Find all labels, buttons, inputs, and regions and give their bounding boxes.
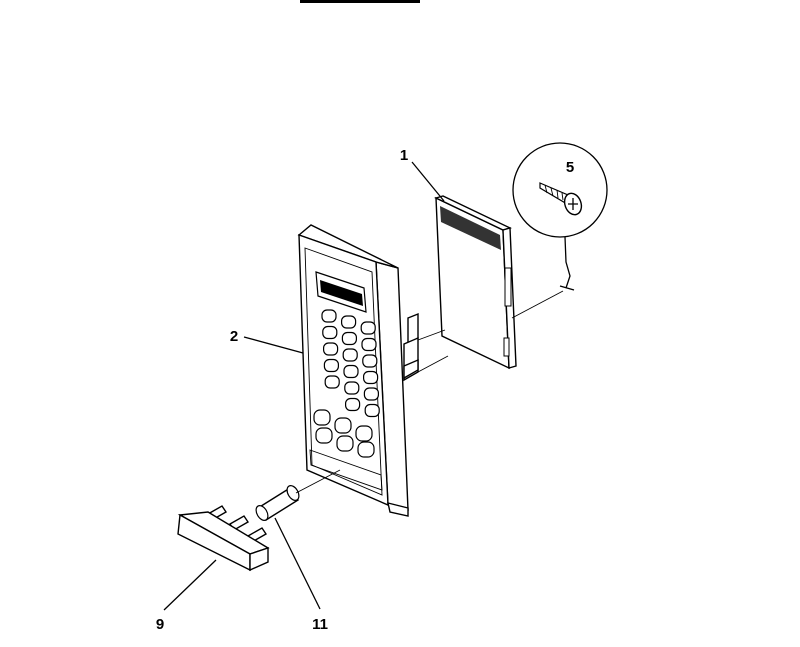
release-button-part — [177, 505, 270, 572]
keypad-large-key — [313, 409, 331, 426]
keypad-key — [363, 387, 379, 401]
keypad-large-key — [336, 435, 354, 452]
keypad-key — [343, 364, 359, 379]
callout-labels: 1 2 5 9 11 — [156, 147, 574, 633]
keypad-key — [364, 403, 380, 418]
keypad-key — [360, 321, 376, 335]
keypad-key — [361, 337, 377, 352]
callout-5: 5 — [566, 159, 574, 176]
keypad-large-key — [355, 425, 373, 442]
callout-9: 9 — [156, 616, 164, 633]
screw-part — [512, 142, 608, 238]
callout-2: 2 — [230, 328, 238, 345]
keypad-key — [344, 381, 360, 395]
ribbon-connector — [403, 312, 419, 382]
keypad-key — [324, 375, 340, 389]
keypad-key — [342, 348, 358, 362]
keypad-key — [345, 397, 361, 412]
keypad-buttons — [313, 309, 380, 458]
title-fragment — [300, 0, 420, 3]
keypad-key — [363, 370, 379, 385]
keypad-key — [323, 342, 339, 356]
keypad-key — [341, 315, 357, 329]
keypad-key — [322, 325, 338, 340]
callout-1: 1 — [400, 147, 408, 164]
keypad-large-key — [334, 417, 352, 434]
keypad-key — [341, 331, 357, 346]
spring-part — [255, 485, 300, 521]
leader-lines — [163, 161, 575, 611]
keypad-key — [323, 358, 339, 373]
keypad-large-key — [357, 441, 375, 458]
keypad-key — [321, 309, 337, 323]
circuit-board-part — [434, 195, 517, 370]
keypad-key — [362, 354, 378, 368]
keypad-large-key — [315, 427, 333, 444]
callout-11: 11 — [312, 616, 328, 633]
